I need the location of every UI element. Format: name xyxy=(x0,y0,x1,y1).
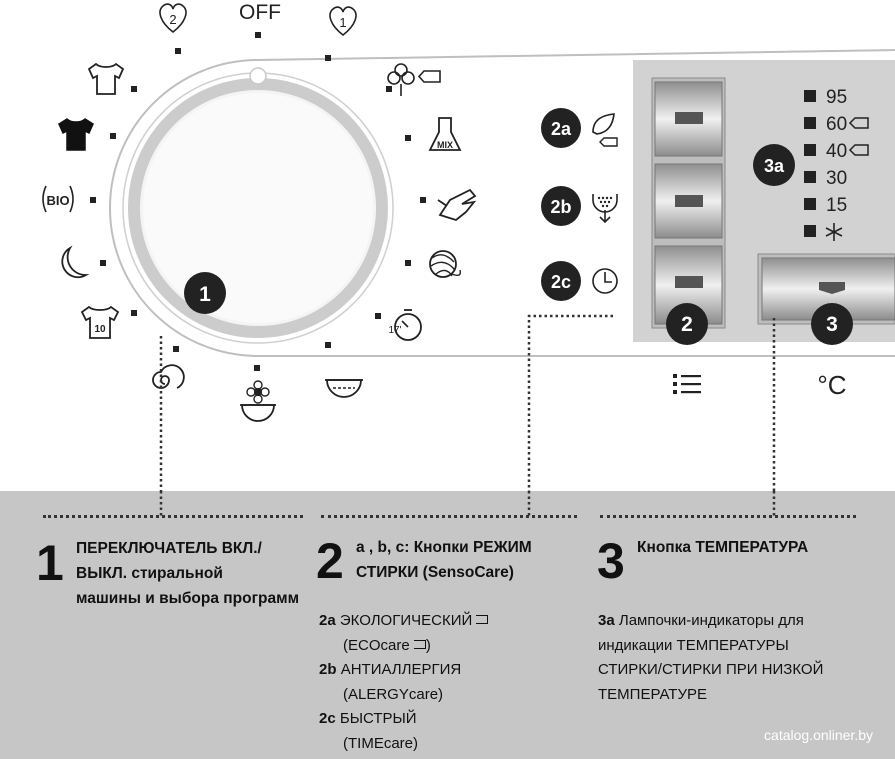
eco-40-tag-icon xyxy=(848,144,869,156)
sub-c-line2: (TIMEcare) xyxy=(343,734,418,752)
spin-spiral-icon xyxy=(152,364,185,389)
legend-item2-number: 2 xyxy=(316,533,344,589)
sub-c-line1: БЫСТРЫЙ xyxy=(339,710,417,727)
legend-item3-number: 3 xyxy=(597,533,625,589)
sub-a-code: 2a xyxy=(319,612,336,629)
program-dial[interactable] xyxy=(122,67,394,344)
dial-position-dots xyxy=(90,32,426,371)
sub-3a-line3: СТИРКИ/СТИРКИ ПРИ НИЗКОЙ xyxy=(598,661,824,678)
off-label: OFF xyxy=(239,1,281,24)
steam-allergy-icon xyxy=(592,194,618,224)
sub-a-line2-end: ) xyxy=(425,636,431,654)
sub-3a-line4: ТЕМПЕРАТУРЕ xyxy=(598,685,707,703)
sub-b-line1: АНТИАЛЛЕРГИЯ xyxy=(340,661,462,678)
sports-jersey-icon: 10 xyxy=(80,305,120,339)
svg-text:2: 2 xyxy=(169,12,176,27)
temp-lights-badge: 3a xyxy=(753,144,795,186)
svg-text:60: 60 xyxy=(826,114,847,135)
dial-number-text: 1 xyxy=(199,283,211,306)
legend-item3-subitems: 3a Лампочки-индикаторы для индикации ТЕМ… xyxy=(598,609,823,707)
sub-a-line1: ЭКОЛОГИЧЕСКИЙ xyxy=(339,612,473,629)
panel-outline xyxy=(109,49,895,357)
watermark: catalog.onliner.by xyxy=(764,727,873,743)
temperature-values: 95 60 40 30 15 xyxy=(826,87,847,216)
leaf-eco-icon xyxy=(592,113,618,147)
legend-leader-continuation xyxy=(159,491,776,516)
control-panel-diagram: 1 OFF 2 1 BIO xyxy=(42,1,895,500)
legend-item1-line3: машины и выбора программ xyxy=(76,590,300,607)
hand-wash-icon xyxy=(437,188,477,222)
sub-b-code: 2b xyxy=(319,661,337,678)
list-icon xyxy=(673,374,701,394)
cotton-shirt-icon xyxy=(87,62,125,95)
drain-basin-icon xyxy=(325,379,363,398)
eco-tag-icon xyxy=(476,615,489,624)
dial-indicator-notch xyxy=(249,67,267,85)
temperature-indicator-lights xyxy=(804,90,816,237)
sub-3a-code: 3a xyxy=(598,612,615,629)
clock-icon xyxy=(592,268,618,294)
legend-item1-line1: ПЕРЕКЛЮЧАТЕЛЬ ВКЛ./ xyxy=(76,540,262,557)
svg-text:BIO: BIO xyxy=(46,193,69,208)
dial-number-badge: 1 xyxy=(184,272,226,314)
svg-text:MIX: MIX xyxy=(437,140,453,150)
legend-item2-line1: a , b, c: Кнопки РЕЖИМ xyxy=(356,539,532,556)
svg-text:10: 10 xyxy=(94,324,106,335)
eco-care-button[interactable] xyxy=(654,81,723,157)
legend-item1-heading: ПЕРЕКЛЮЧАТЕЛЬ ВКЛ./ ВЫКЛ. стиральной маш… xyxy=(76,536,299,611)
sub-a-line2: (ECOcare xyxy=(343,636,410,654)
eco-tag-icon-2 xyxy=(413,639,426,649)
eco-care-badge: 2a xyxy=(541,108,581,148)
sub-3a-line2: индикации ТЕМПЕРАТУРЫ xyxy=(598,636,789,654)
svg-text:2a: 2a xyxy=(551,119,572,139)
cold-snowflake-icon xyxy=(825,223,843,241)
mode-number-badge: 2 xyxy=(666,303,708,345)
svg-text:95: 95 xyxy=(826,87,847,108)
temperature-number-badge: 3 xyxy=(811,303,853,345)
legend-band xyxy=(0,491,895,759)
eco-60-tag-icon xyxy=(848,117,869,129)
legend-item2-subitems: 2a ЭКОЛОГИЧЕСКИЙ (ECOcare ) 2b АНТИАЛЛЕР… xyxy=(319,609,489,756)
svg-text:15: 15 xyxy=(826,195,847,216)
delicates-flower-icon xyxy=(240,380,276,422)
svg-text:40: 40 xyxy=(826,141,847,162)
leader-lines xyxy=(159,314,776,500)
alergy-care-badge: 2b xyxy=(541,186,581,226)
legend-item1-number: 1 xyxy=(36,535,64,591)
legend-divider-3 xyxy=(600,515,856,518)
svg-text:17': 17' xyxy=(388,325,401,336)
rinse-heart-1-icon: 1 xyxy=(329,6,357,37)
svg-text:2: 2 xyxy=(681,313,693,336)
sub-b-line2: (ALERGYcare) xyxy=(343,685,444,703)
time-care-badge: 2c xyxy=(541,261,581,301)
night-moon-icon xyxy=(61,245,90,279)
celsius-icon: °C xyxy=(817,370,846,400)
legend-item1-line2: ВЫКЛ. стиральной xyxy=(76,565,223,582)
legend-item3-line1: Кнопка ТЕМПЕРАТУРА xyxy=(637,539,809,556)
svg-text:3a: 3a xyxy=(764,156,785,176)
legend-item2-line2: СТИРКИ (SensoCare) xyxy=(356,564,514,581)
quick-timer-icon: 17' xyxy=(388,309,422,341)
legend-divider-1 xyxy=(43,515,303,518)
cotton-eco-icon xyxy=(387,63,441,96)
synthetics-shirt-icon xyxy=(58,118,94,151)
svg-text:1: 1 xyxy=(339,15,346,30)
bio-icon: BIO xyxy=(42,185,74,213)
wool-ball-icon xyxy=(429,250,462,278)
mix-flask-icon: MIX xyxy=(428,117,462,151)
rinse-heart-2-icon: 2 xyxy=(159,3,187,34)
sub-3a-line1: Лампочки-индикаторы для xyxy=(618,612,804,629)
svg-text:2b: 2b xyxy=(550,197,571,217)
legend-divider-2 xyxy=(321,515,577,518)
alergy-care-button[interactable] xyxy=(654,163,723,239)
sub-c-code: 2c xyxy=(319,710,336,727)
legend-item3-heading: Кнопка ТЕМПЕРАТУРА xyxy=(637,535,808,560)
svg-text:3: 3 xyxy=(826,313,838,336)
svg-text:30: 30 xyxy=(826,168,847,189)
svg-text:2c: 2c xyxy=(551,272,571,292)
legend-item2-heading: a , b, c: Кнопки РЕЖИМ СТИРКИ (SensoCare… xyxy=(356,535,532,585)
